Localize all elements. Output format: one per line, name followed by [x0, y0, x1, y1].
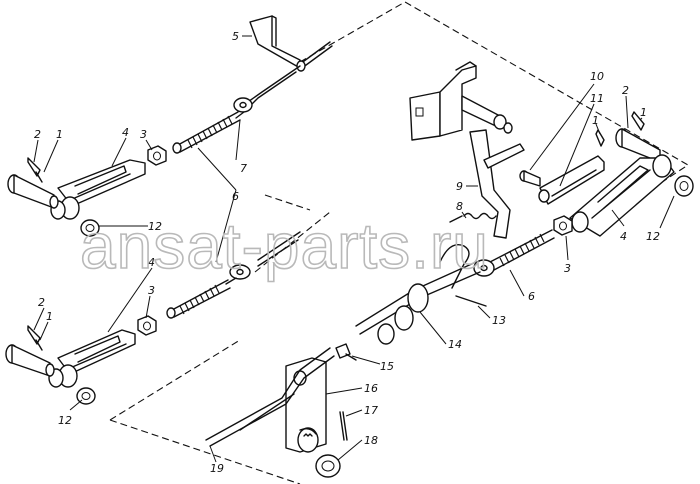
label-4-right: 4 [620, 230, 627, 243]
label-8: 8 [456, 200, 463, 213]
spring-part-8 [449, 212, 497, 223]
lower-nut-part-3 [137, 315, 157, 336]
lower-threaded-rod [166, 279, 231, 319]
upper-threaded-rod-part-6 [172, 111, 241, 154]
central-bracket-part-9 [409, 61, 525, 239]
label-6: 6 [232, 190, 239, 203]
label-12-right: 12 [646, 230, 660, 243]
label-12: 12 [148, 220, 162, 233]
clip-part-15 [335, 343, 357, 361]
label-6-right: 6 [528, 290, 535, 303]
label-7: 7 [240, 162, 247, 175]
label-18: 18 [364, 434, 378, 447]
label-3: 3 [140, 128, 147, 141]
label-4-lower: 4 [148, 256, 155, 269]
label-2-right: 2 [622, 84, 629, 97]
lower-pin-part-2 [5, 344, 55, 377]
lower-fork-part-4 [48, 329, 136, 388]
label-16: 16 [364, 382, 378, 395]
right-link-part-11 [538, 155, 605, 205]
upper-washer-part-12 [80, 219, 100, 237]
label-12-lower: 12 [58, 414, 72, 427]
label-14: 14 [448, 338, 462, 351]
label-2-lower: 2 [38, 296, 45, 309]
lever-part-14 [355, 261, 481, 345]
pin-part-17 [339, 411, 348, 441]
right-cotter-pin-part-1 [595, 129, 605, 147]
upper-bracket-part-5 [249, 15, 333, 72]
upper-nut-part-3 [147, 145, 167, 166]
label-9: 9 [456, 180, 463, 193]
label-5: 5 [232, 30, 239, 43]
upper-cotter-pin-part-1 [27, 157, 43, 183]
label-3-lower: 3 [148, 284, 155, 297]
lower-clevis-rod [225, 231, 301, 285]
label-2: 2 [34, 128, 41, 141]
label-17: 17 [364, 404, 378, 417]
label-13: 13 [492, 314, 506, 327]
label-10: 10 [590, 70, 604, 83]
rod-part-19 [205, 347, 335, 447]
label-4: 4 [122, 126, 129, 139]
upper-pin-part-2 [7, 174, 59, 209]
watermark-text: ansat-parts.ru [80, 210, 489, 282]
right-washer-part-12 [674, 175, 694, 197]
washer-part-18 [315, 454, 341, 478]
right-pin-part-10 [519, 170, 541, 187]
right-nut-part-3 [553, 215, 573, 236]
label-3-right: 3 [564, 262, 571, 275]
label-15: 15 [380, 360, 394, 373]
label-19: 19 [210, 462, 224, 475]
label-11: 11 [590, 92, 604, 105]
label-1-right-b: 1 [640, 106, 647, 119]
right-fork-part-4 [569, 154, 675, 237]
label-1-right: 1 [592, 114, 599, 127]
lower-plate-part-16 [285, 357, 327, 453]
wire-link-part-13 [439, 244, 487, 307]
label-1-lower: 1 [46, 310, 53, 323]
upper-clevis-part-7 [233, 65, 301, 119]
assembly-dashed-outline [109, 1, 690, 484]
leader-lines [33, 35, 675, 463]
label-1: 1 [56, 128, 63, 141]
upper-fork-part-4 [50, 159, 146, 220]
part-labels: 1 2 4 3 5 6 7 12 4 3 2 1 12 10 11 1 2 1 … [34, 30, 660, 475]
lower-cotter-pin-part-1 [27, 325, 43, 351]
